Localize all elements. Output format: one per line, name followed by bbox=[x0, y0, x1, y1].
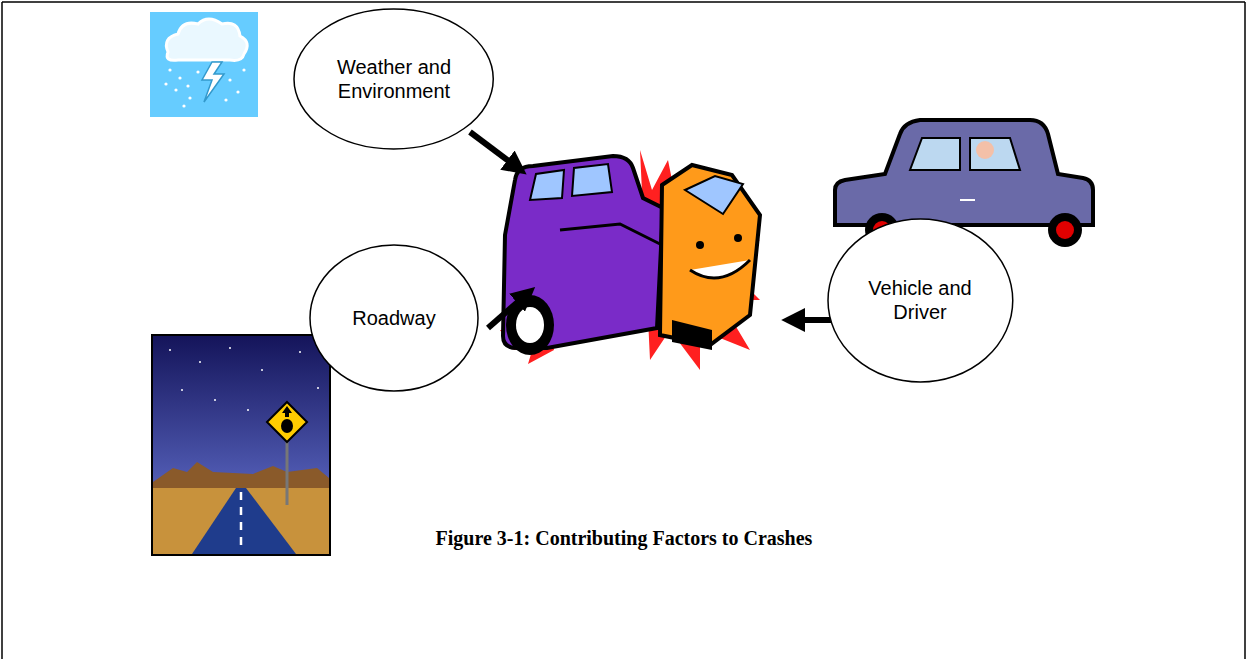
factor-label: Weather and Environment bbox=[332, 55, 457, 103]
weather-icon bbox=[150, 12, 258, 117]
figure-caption: Figure 3-1: Contributing Factors to Cras… bbox=[0, 527, 1248, 550]
factor-ellipse: Roadway bbox=[309, 244, 479, 392]
factor-ellipse: Vehicle and Driver bbox=[827, 218, 1014, 383]
factor-label: Vehicle and Driver bbox=[863, 276, 978, 324]
factor-label: Roadway bbox=[352, 306, 435, 330]
factor-ellipse: Weather and Environment bbox=[293, 8, 494, 150]
ellipse-outline bbox=[293, 8, 494, 150]
ellipse-outline bbox=[827, 218, 1014, 383]
roadway-icon bbox=[152, 335, 330, 555]
factor-arrows bbox=[470, 132, 836, 328]
crash-icon bbox=[500, 150, 760, 370]
